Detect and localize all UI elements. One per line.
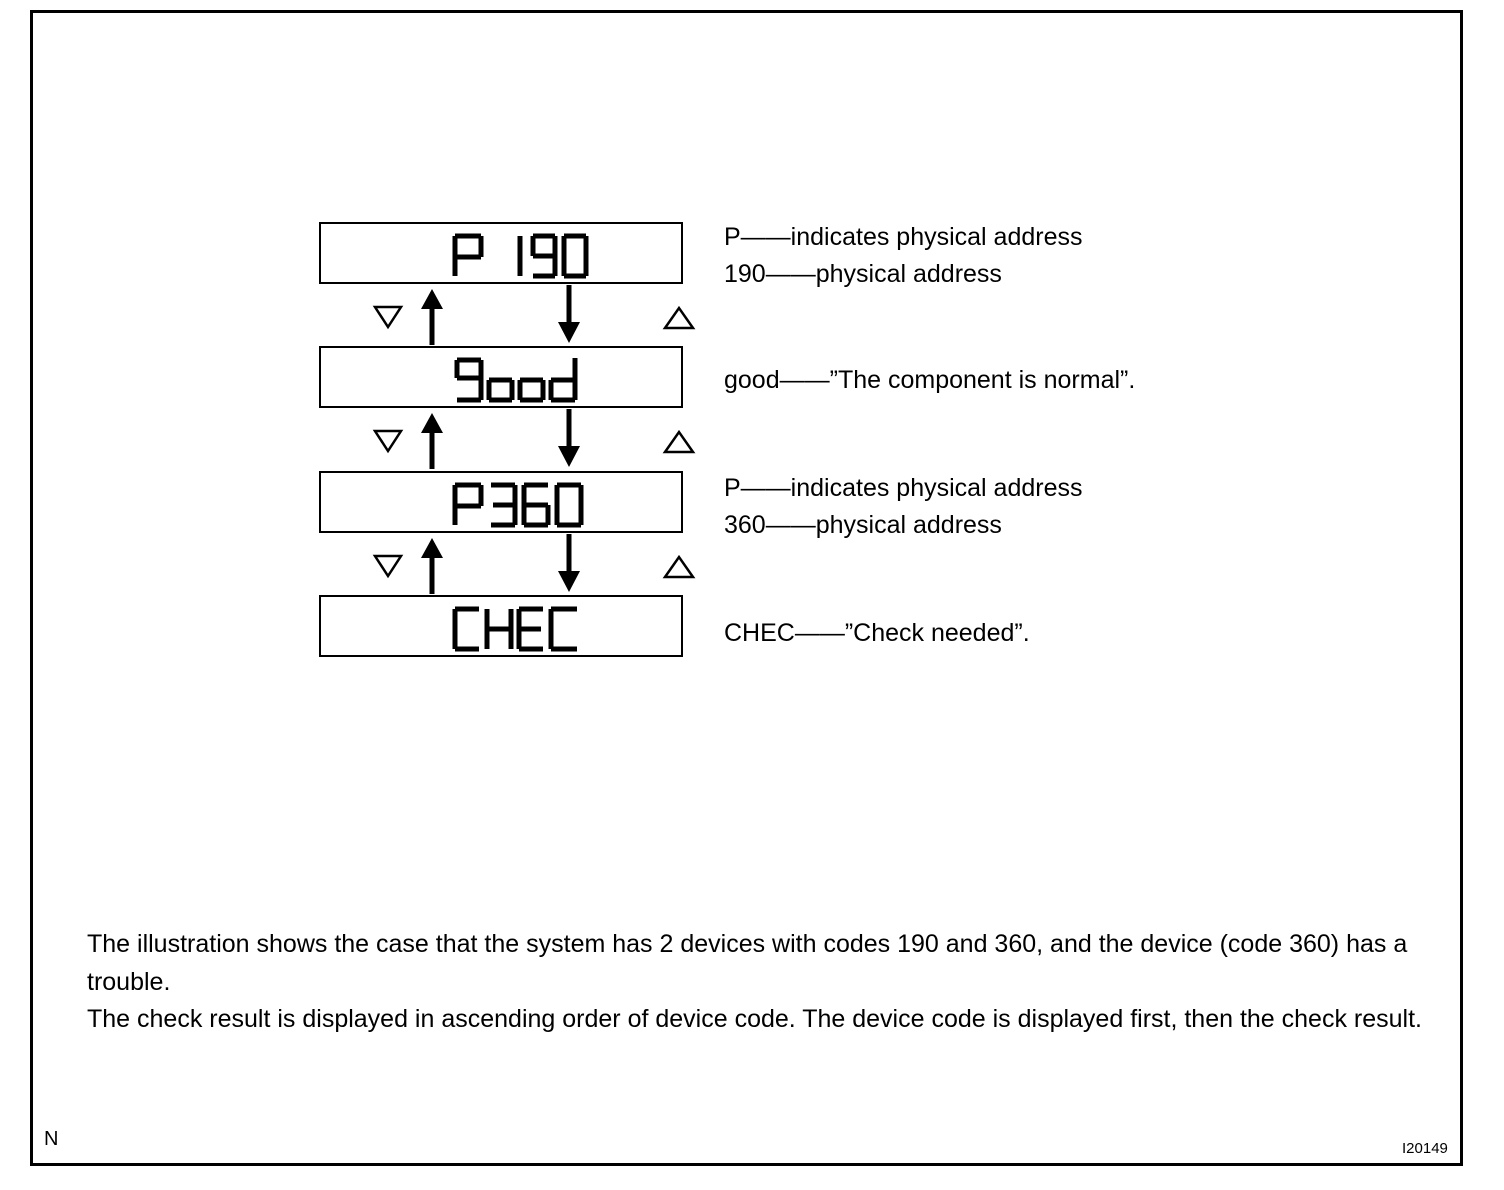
note-p190: P——indicates physical address 190——physi…: [724, 219, 1083, 293]
figure-id: I20149: [1402, 1140, 1448, 1157]
up-triangle-icon: [662, 554, 696, 579]
display-p190: [319, 222, 683, 284]
note-line: 190——physical address: [724, 260, 1002, 288]
down-triangle-icon: [372, 429, 404, 454]
note-chec: CHEC——”Check needed”.: [724, 615, 1030, 652]
down-triangle-icon: [372, 305, 404, 330]
up-arrow-icon: [421, 289, 443, 345]
note-line: 360——physical address: [724, 511, 1002, 539]
down-arrow-icon: [558, 534, 580, 592]
display-good: [319, 346, 683, 408]
corner-label: N: [44, 1128, 59, 1150]
down-arrow-icon: [558, 285, 580, 343]
up-triangle-icon: [662, 305, 696, 330]
note-line: P——indicates physical address: [724, 223, 1083, 251]
note-p360: P——indicates physical address 360——physi…: [724, 470, 1083, 544]
note-line: CHEC——”Check needed”.: [724, 619, 1030, 647]
caption-line-1: The illustration shows the case that the…: [87, 930, 1408, 996]
note-line: P——indicates physical address: [724, 474, 1083, 502]
caption: The illustration shows the case that the…: [87, 926, 1427, 1039]
figure-frame: [30, 10, 1463, 1166]
up-arrow-icon: [421, 413, 443, 469]
display-chec: [319, 595, 683, 657]
up-triangle-icon: [662, 429, 696, 454]
down-triangle-icon: [372, 554, 404, 579]
display-p360: [319, 471, 683, 533]
connector-row-2: [372, 409, 696, 469]
connector-row-1: [372, 285, 696, 345]
note-good: good——”The component is normal”.: [724, 362, 1135, 399]
note-line: good——”The component is normal”.: [724, 366, 1136, 394]
down-arrow-icon: [558, 409, 580, 467]
connector-row-3: [372, 534, 696, 594]
caption-line-2: The check result is displayed in ascendi…: [87, 1005, 1422, 1033]
up-arrow-icon: [421, 538, 443, 594]
